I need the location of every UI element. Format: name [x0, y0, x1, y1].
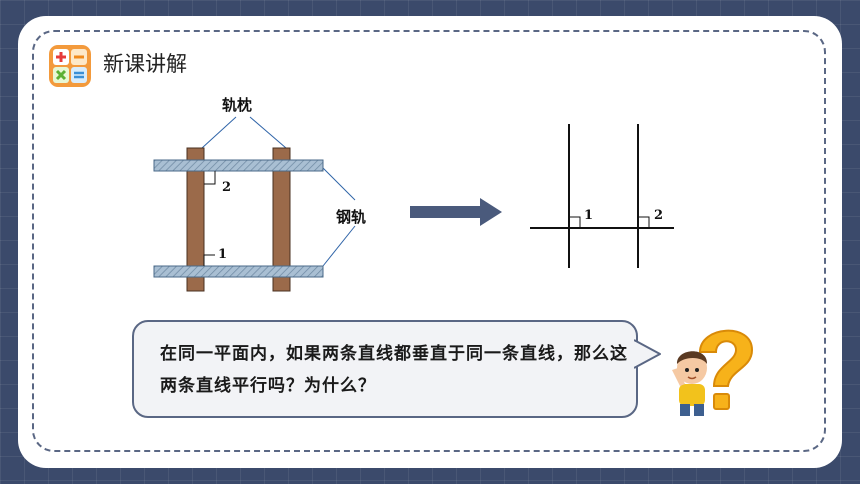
- angle-label-right-1: 1: [584, 208, 593, 223]
- bubble-tail: [634, 339, 661, 369]
- thinking-child-question-mark-icon: [672, 329, 754, 416]
- perpendicular-lines-diagram: 1 2: [530, 124, 674, 268]
- rail-label: 钢轨: [336, 208, 367, 226]
- rail-top: [153, 159, 324, 172]
- math-operators-icon: [49, 45, 91, 87]
- rail-track-diagram: 2 1: [153, 116, 356, 292]
- right-angle-mark-1: [203, 254, 215, 266]
- right-angle-mark-right-1: [569, 216, 581, 228]
- question-text: 在同一平面内，如果两条直线都垂直于同一条直线，那么这两条直线平行吗？为什么？: [160, 344, 628, 396]
- rail-bottom: [153, 265, 324, 278]
- section-title: 新课讲解: [103, 52, 187, 76]
- rail-pointer-top: [322, 167, 356, 201]
- sleeper-pointer-right: [249, 116, 287, 149]
- arrow-right-icon: [410, 198, 502, 226]
- angle-label-1: 1: [218, 247, 227, 262]
- sleeper-pointer-left: [201, 116, 237, 149]
- angle-label-right-2: 2: [654, 208, 663, 223]
- rail-pointer-bottom: [322, 225, 356, 267]
- angle-label-2: 2: [222, 180, 231, 195]
- sleeper-left: [186, 147, 205, 292]
- right-angle-mark-2: [204, 171, 216, 185]
- question-bubble: [132, 320, 638, 418]
- sleeper-label: 轨枕: [222, 96, 253, 114]
- right-angle-mark-right-2: [638, 216, 650, 228]
- dashed-frame: [32, 30, 826, 452]
- sleeper-right: [272, 147, 291, 292]
